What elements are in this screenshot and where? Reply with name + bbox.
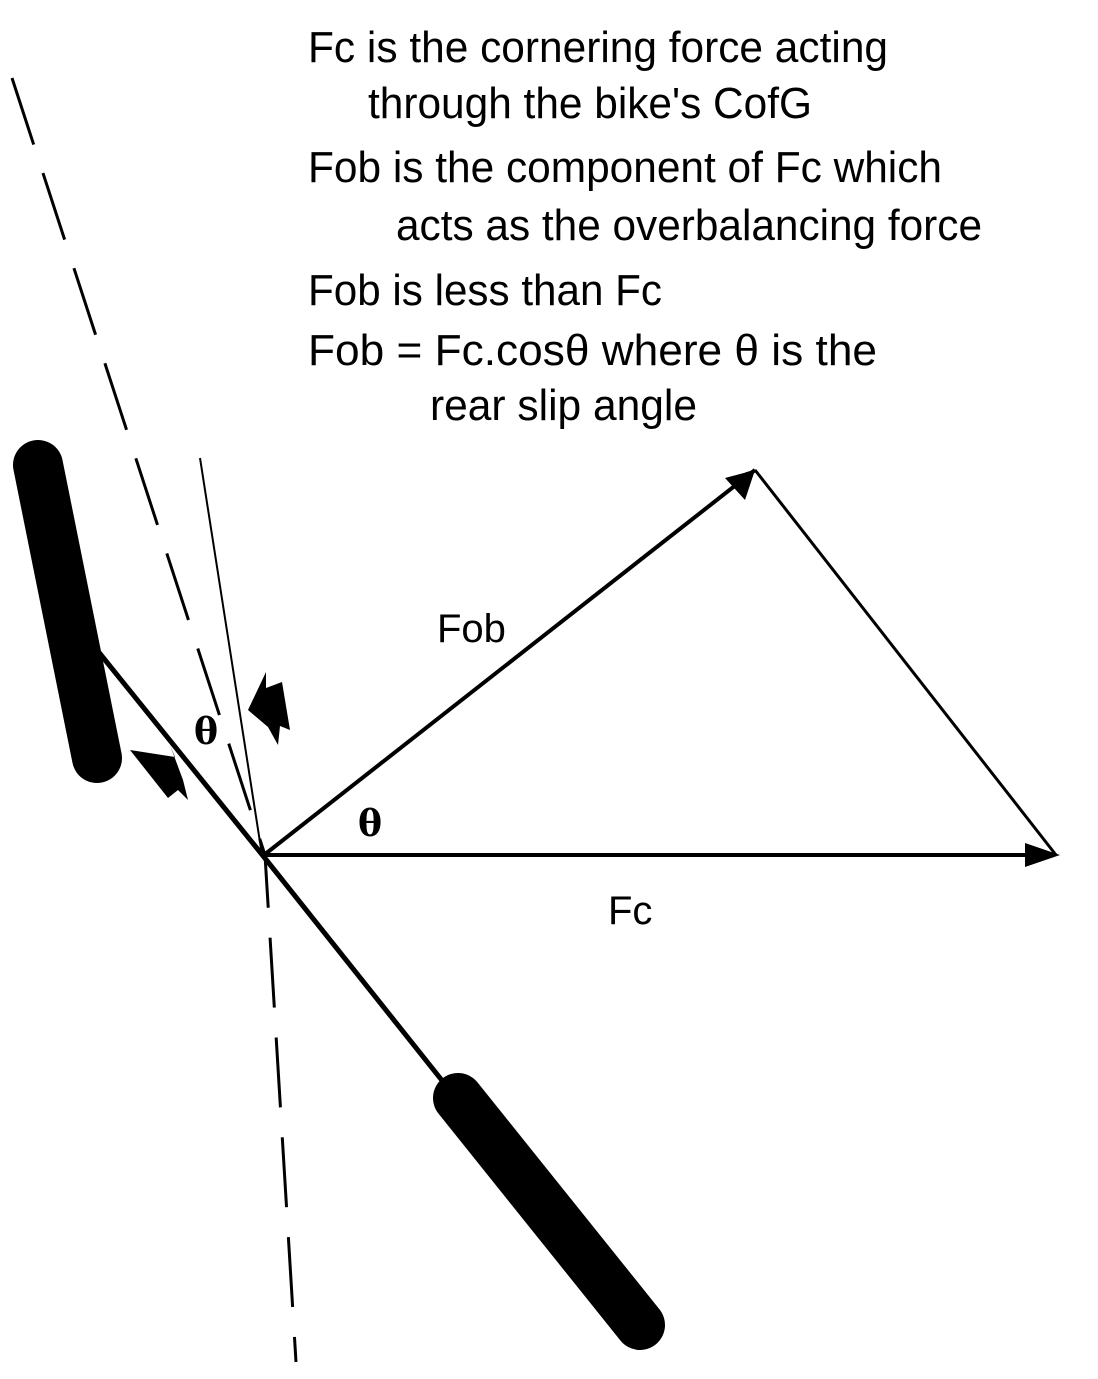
note-line: rear slip angle xyxy=(430,381,697,430)
note-line: Fc is the cornering force acting xyxy=(308,23,888,72)
fob-label: Fob xyxy=(437,607,506,651)
explanation-text: Fc is the cornering force acting through… xyxy=(308,23,982,430)
triangle-side-line xyxy=(753,469,1058,856)
note-line: through the bike's CofG xyxy=(368,79,812,128)
angle-arrow-icon xyxy=(130,745,188,800)
formula-line: Fob = Fc.cosθ where θ is the xyxy=(308,326,877,375)
fob-arrowhead xyxy=(725,470,755,500)
slip-angle-theta-label: θ xyxy=(194,711,218,753)
note-line: Fob is less than Fc xyxy=(308,266,662,315)
force-angle-theta-label: θ xyxy=(358,803,382,845)
fc-label: Fc xyxy=(608,889,652,933)
fob-vector-arrow xyxy=(262,468,757,857)
bike-axis-line xyxy=(199,457,263,856)
note-line: acts as the overbalancing force xyxy=(396,201,982,250)
fc-arrowhead xyxy=(1025,843,1060,867)
front-wheel xyxy=(433,1073,665,1350)
rear-wheel xyxy=(13,440,122,783)
note-line: Fob is the component of Fc which xyxy=(308,143,942,192)
angle-arrow-icon xyxy=(248,672,290,745)
